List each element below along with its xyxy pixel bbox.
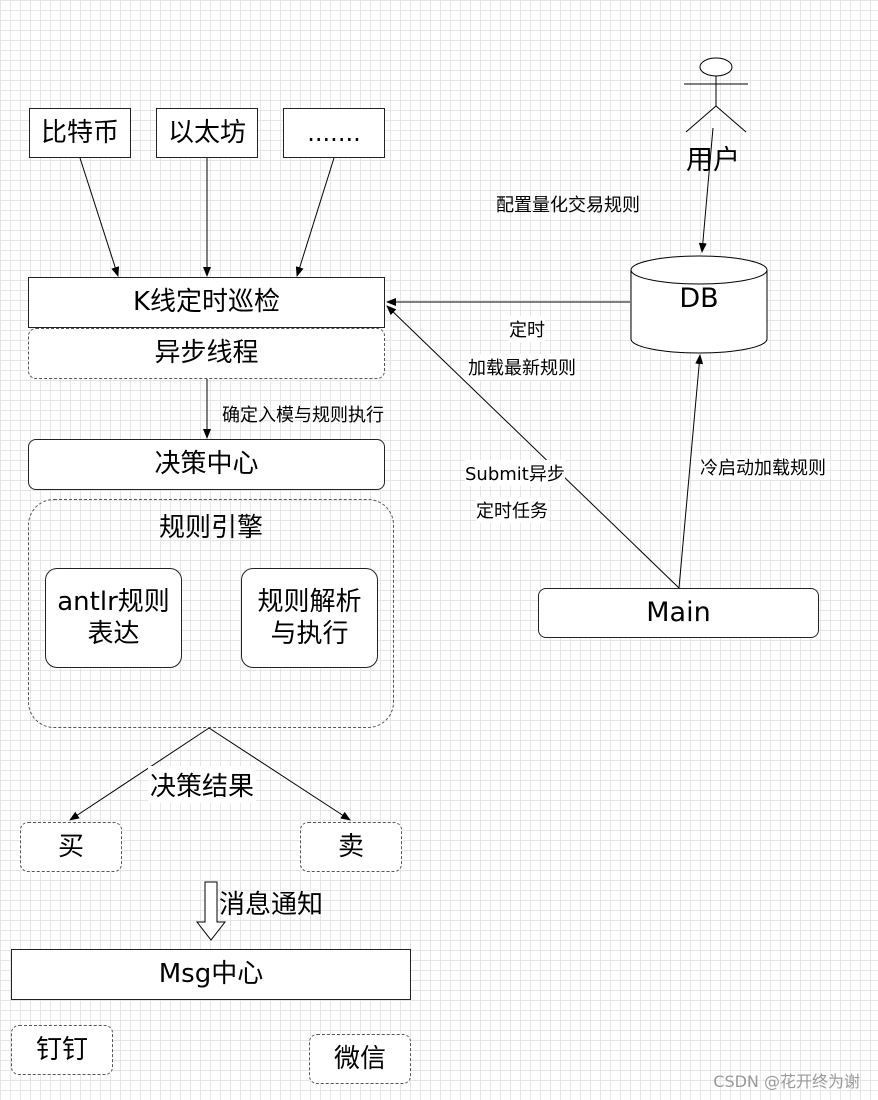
async-thread-label: 异步线程 xyxy=(154,338,259,369)
wechat-label: 微信 xyxy=(333,1043,386,1074)
rule-engine-title: 规则引擎 xyxy=(158,513,263,543)
decision-center-label: 决策中心 xyxy=(154,449,259,480)
async-thread-box: 异步线程 xyxy=(28,328,385,379)
sell-label: 卖 xyxy=(337,831,364,862)
hollow-down-arrow xyxy=(195,881,227,941)
source-bitcoin-label: 比特币 xyxy=(40,117,119,148)
notify-label: 消息通知 xyxy=(219,890,324,920)
source-more: ....... xyxy=(283,108,385,158)
sell-box: 卖 xyxy=(300,822,402,872)
csdn-watermark: CSDN @花开终为谢 xyxy=(713,1072,860,1091)
kline-patrol-label: K线定时巡检 xyxy=(132,287,281,318)
msg-center-label: Msg中心 xyxy=(158,959,264,990)
edge-more-to-kline xyxy=(295,157,335,277)
edge-main-to-db xyxy=(678,354,704,589)
user-label: 用户 xyxy=(686,145,740,176)
antlr-expression-box: antlr规则表达 xyxy=(45,568,182,668)
edge-main-to-kline xyxy=(386,305,680,589)
rule-parse-label: 规则解析与执行 xyxy=(257,586,362,650)
dingtalk-label: 钉钉 xyxy=(35,1034,88,1065)
antlr-expression-label: antlr规则表达 xyxy=(57,586,170,650)
db-cylinder xyxy=(630,255,768,354)
buy-box: 买 xyxy=(20,822,122,872)
edge-label-submit-async: Submit异步 xyxy=(465,460,565,486)
edge-engine-to-sell xyxy=(208,727,351,821)
decision-result-label: 决策结果 xyxy=(148,766,257,803)
rule-parse-box: 规则解析与执行 xyxy=(241,568,378,668)
dingtalk-box: 钉钉 xyxy=(11,1025,113,1075)
buy-label: 买 xyxy=(57,831,84,862)
msg-center-box: Msg中心 xyxy=(11,949,411,1000)
edge-engine-to-buy xyxy=(69,727,210,821)
decision-center-box: 决策中心 xyxy=(28,439,385,490)
edge-label-cold-start: 冷启动加载规则 xyxy=(700,454,826,480)
user-actor-icon xyxy=(684,57,748,133)
source-ethereum-label: 以太坊 xyxy=(167,117,246,148)
main-box: Main xyxy=(538,588,819,638)
db-label: DB xyxy=(679,283,719,314)
edge-bitcoin-to-kline xyxy=(79,157,120,277)
kline-patrol-box: K线定时巡检 xyxy=(28,277,385,328)
source-more-label: ....... xyxy=(307,119,361,147)
edge-label-load-latest: 加载最新规则 xyxy=(468,354,576,380)
source-bitcoin: 比特币 xyxy=(29,108,131,158)
main-label: Main xyxy=(646,597,711,629)
edge-label-enter-model: 确定入模与规则执行 xyxy=(222,405,384,426)
edge-label-config-rules: 配置量化交易规则 xyxy=(496,195,640,216)
source-ethereum: 以太坊 xyxy=(156,108,258,158)
wechat-box: 微信 xyxy=(309,1034,411,1084)
edge-label-timer: 定时 xyxy=(509,316,545,342)
edge-label-timer-task: 定时任务 xyxy=(476,497,548,523)
rule-engine-group: 规则引擎 xyxy=(28,499,394,728)
edge-user-to-db xyxy=(698,127,714,253)
